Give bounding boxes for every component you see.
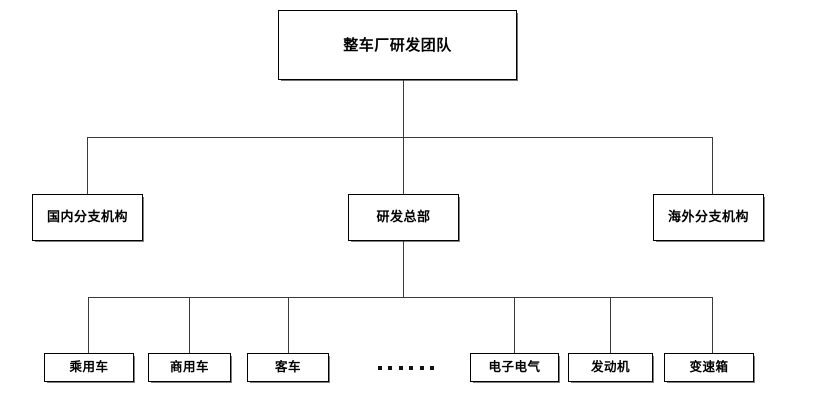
node-overseas-branch[interactable]: 海外分支机构 xyxy=(653,194,764,241)
connector-drop-transmission xyxy=(712,297,713,353)
connector-drop-electronics-electrical xyxy=(514,297,515,353)
connector-drop-passenger-vehicle xyxy=(88,297,89,353)
ellipsis-dot xyxy=(429,366,434,370)
node-vehicle-rd-team[interactable]: 整车厂研发团队 xyxy=(278,10,517,80)
ellipsis-dot xyxy=(378,366,382,370)
connector-hq-stem xyxy=(403,241,404,297)
node-rd-headquarters[interactable]: 研发总部 xyxy=(348,194,459,241)
connector-drop-engine xyxy=(610,297,611,353)
node-label: 发动机 xyxy=(590,359,630,375)
node-domestic-branch[interactable]: 国内分支机构 xyxy=(32,194,143,241)
connector-drop-rd-headquarters xyxy=(403,137,404,194)
node-bus[interactable]: 客车 xyxy=(247,353,329,382)
connector-level2-bus xyxy=(87,137,713,138)
connector-root-stem xyxy=(403,80,404,137)
node-label: 国内分支机构 xyxy=(46,210,128,225)
node-passenger-vehicle[interactable]: 乘用车 xyxy=(44,353,134,382)
node-label: 海外分支机构 xyxy=(667,210,749,225)
connector-level3-bus xyxy=(88,297,713,298)
ellipsis-dot xyxy=(388,366,393,370)
node-label: 客车 xyxy=(274,359,301,375)
connector-drop-commercial-vehicle xyxy=(189,297,190,353)
ellipsis-dot xyxy=(398,366,403,370)
node-label: 电子电气 xyxy=(488,359,541,375)
node-label: 整车厂研发团队 xyxy=(343,35,452,54)
ellipsis-dot xyxy=(409,366,414,370)
connector-drop-domestic-branch xyxy=(87,137,88,194)
connector-drop-overseas-branch xyxy=(712,137,713,194)
node-electronics-electrical[interactable]: 电子电气 xyxy=(470,353,559,382)
node-engine[interactable]: 发动机 xyxy=(568,353,653,382)
connector-drop-bus xyxy=(288,297,289,353)
node-label: 乘用车 xyxy=(69,359,109,375)
ellipsis-dot xyxy=(419,366,424,370)
node-label: 商用车 xyxy=(169,359,209,375)
node-label: 变速箱 xyxy=(689,359,729,375)
ellipsis-more-departments xyxy=(378,362,434,374)
node-transmission[interactable]: 变速箱 xyxy=(664,353,754,382)
node-label: 研发总部 xyxy=(376,210,431,225)
node-commercial-vehicle[interactable]: 商用车 xyxy=(148,353,231,382)
